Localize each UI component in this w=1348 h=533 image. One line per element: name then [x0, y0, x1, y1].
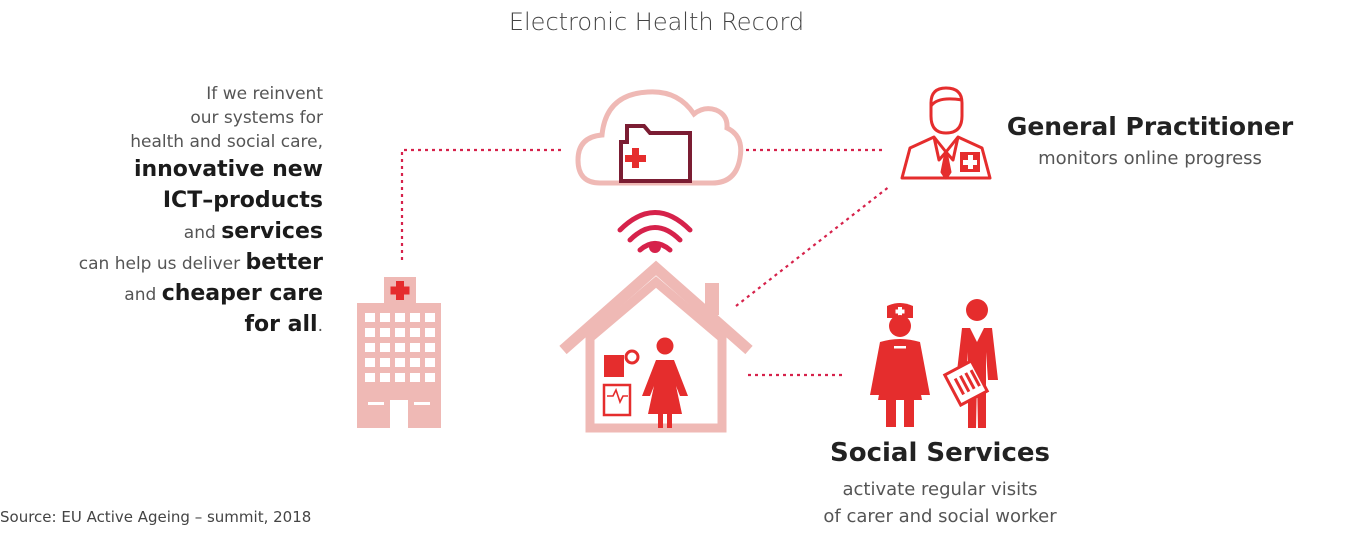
pitch-bold-3: services: [221, 219, 323, 244]
pitch-bold-5: cheaper care: [161, 281, 323, 306]
connector-house-gp: [735, 185, 891, 307]
pitch-bold-4: better: [245, 250, 323, 275]
diagram-title: Electronic Health Record: [508, 8, 805, 36]
social-services-line-2: of carer and social worker: [823, 506, 1057, 527]
gp-title: General Practitioner: [1006, 112, 1294, 141]
patient-woman-icon: [642, 337, 688, 428]
pitch-line-1: If we reinvent: [206, 84, 323, 104]
nurse-icon: [870, 303, 930, 427]
pitch-text: If we reinvent our systems for health an…: [79, 82, 323, 340]
cloud-folder-icon: [575, 89, 744, 186]
social-worker-icon: [942, 299, 998, 428]
wifi-icon: [617, 210, 693, 253]
hospital-windows: [365, 313, 435, 428]
hospital-icon: [357, 277, 441, 428]
doctor-icon: [900, 86, 992, 180]
pitch-line-4: can help us deliver: [78, 254, 246, 274]
source-note: Source: EU Active Ageing – summit, 2018: [0, 508, 312, 526]
pitch-bold-2: ICT–products: [162, 188, 323, 213]
pitch-and-1: and: [183, 223, 222, 243]
social-services-line-1: activate regular visits: [842, 479, 1038, 500]
house-icon: [559, 260, 753, 433]
pitch-line-3: health and social care,: [130, 132, 323, 152]
connector-hospital-cloud: [400, 148, 563, 260]
pitch-period: .: [317, 316, 323, 336]
pitch-line-2: our systems for: [190, 108, 323, 128]
connector-lines: [400, 148, 891, 377]
pitch-bold-1: innovative new: [133, 157, 323, 182]
pitch-bold-6: for all: [244, 312, 318, 337]
clipboard-icon: [942, 358, 990, 408]
social-services-title: Social Services: [830, 438, 1050, 468]
pitch-and-2: and: [124, 285, 162, 305]
gp-subtitle: monitors online progress: [1038, 148, 1262, 169]
monitor-device-icon: [602, 349, 640, 417]
